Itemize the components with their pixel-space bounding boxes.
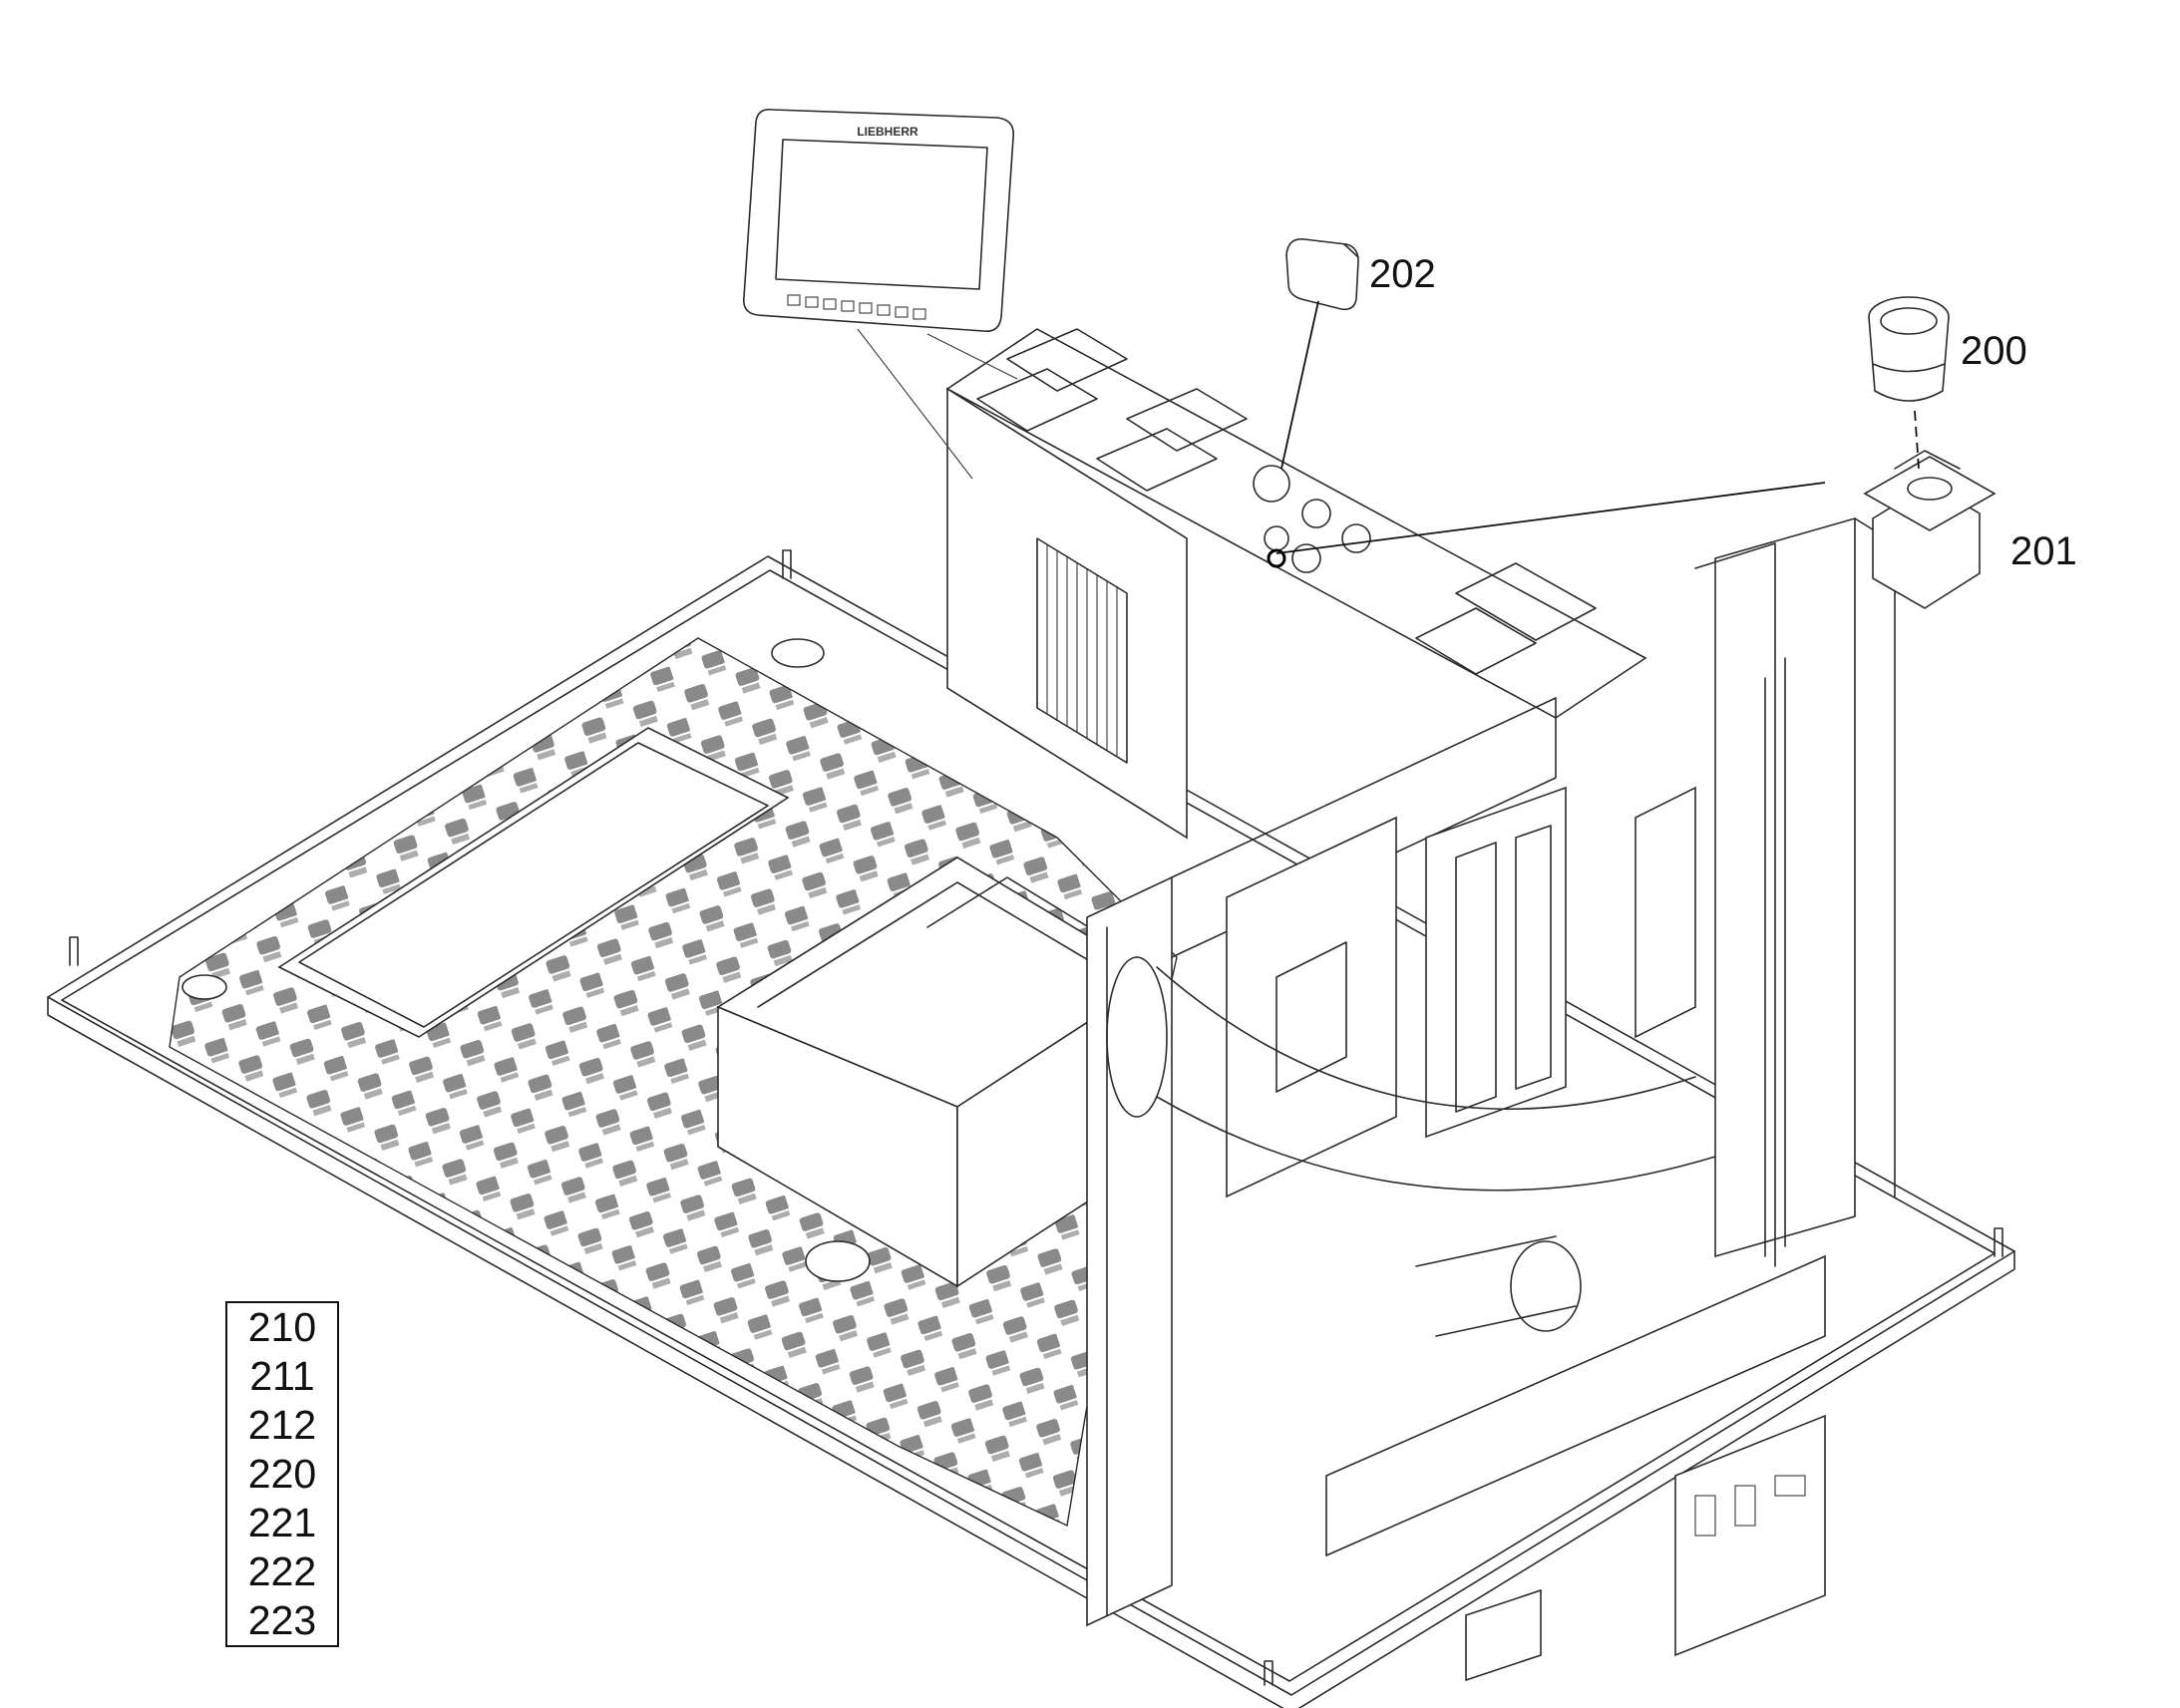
upper-cabinet <box>945 328 1647 840</box>
ref-item: 221 <box>247 1500 317 1545</box>
ref-item: 211 <box>249 1353 315 1399</box>
callout-202: 202 <box>1369 252 1436 296</box>
callout-201: 201 <box>2010 529 2077 573</box>
electronics-racks <box>1226 786 1696 1198</box>
display-brand-label: LIEBHERR <box>857 125 918 139</box>
ref-item: 220 <box>247 1451 317 1497</box>
part-202-cap <box>1285 237 1359 311</box>
ref-item: 210 <box>247 1304 317 1350</box>
part-201-switch-body <box>1863 450 1997 609</box>
reference-number-list: 210 211 212 220 221 222 223 <box>225 1301 339 1647</box>
display-monitor: LIEBHERR <box>742 108 1018 480</box>
leader-lines <box>1275 300 1920 554</box>
right-frame <box>1694 516 1896 1267</box>
ref-item: 222 <box>247 1548 317 1594</box>
floor-mat <box>169 637 1178 1528</box>
lower-electrical-box <box>1325 1254 1826 1682</box>
part-200-knob <box>1868 296 1950 402</box>
ref-item: 223 <box>247 1597 317 1643</box>
air-ducts <box>1106 956 1716 1337</box>
callout-200: 200 <box>1961 329 2027 373</box>
ref-item: 212 <box>247 1402 317 1448</box>
